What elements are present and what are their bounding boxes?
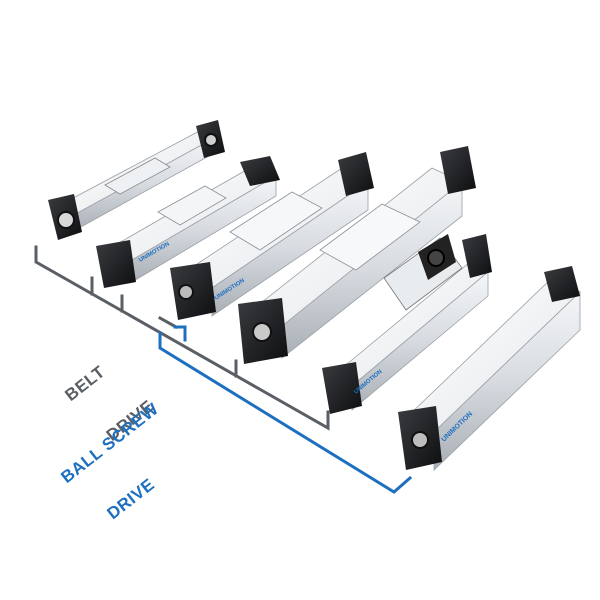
actuator-ball-screw-large: UNIMOTION: [398, 266, 581, 471]
actuator-belt-small: [48, 120, 225, 240]
belt-drive-bracket: [34, 245, 330, 431]
actuator-belt-large: UNIMOTION: [170, 152, 374, 320]
actuator-ball-screw-medium: UNIMOTION: [322, 234, 492, 414]
actuator-belt-xlarge: [238, 146, 476, 364]
ball-screw-label-line2: DRIVE: [103, 474, 159, 524]
actuator-belt-medium: UNIMOTION: [96, 156, 280, 288]
ball-screw-bracket: [158, 325, 413, 494]
